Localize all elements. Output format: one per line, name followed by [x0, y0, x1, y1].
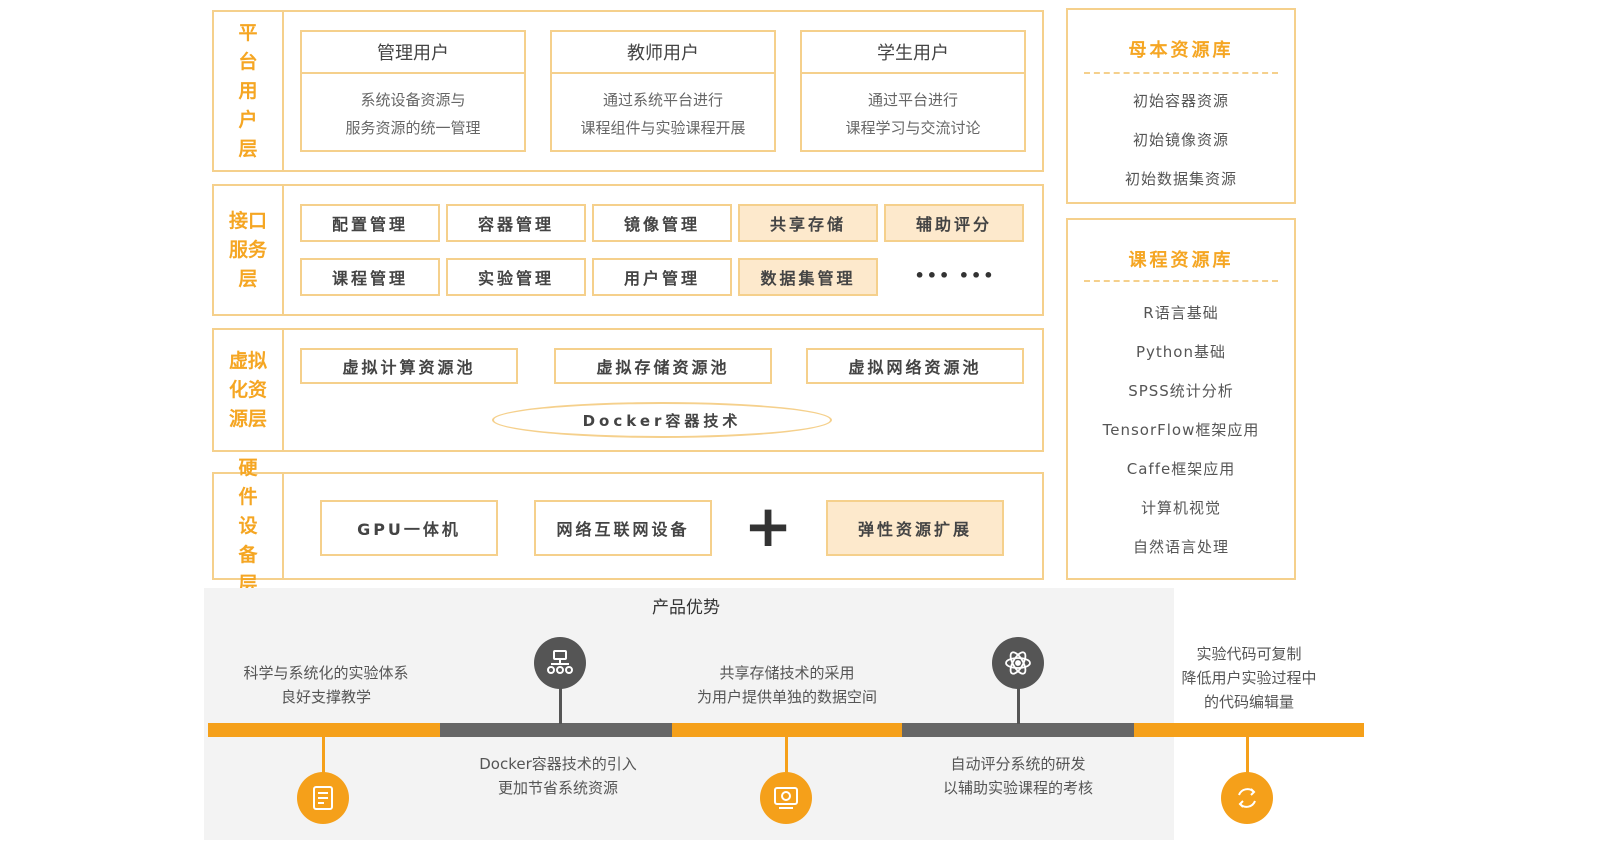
virtual-resource-layer-label: 虚拟化资源层: [214, 330, 284, 450]
advantage-text-1: 科学与系统化的实验体系 良好支撑教学: [243, 664, 409, 706]
master-library-title: 母本资源库: [1128, 40, 1234, 61]
student-user-desc: 通过平台进行 课程学习与交流讨论: [845, 91, 981, 137]
advantage-text-2: Docker容器技术的引入 更加节省系统资源: [479, 755, 637, 797]
master-library-item: 初始容器资源: [1132, 92, 1229, 110]
course-library-item: TensorFlow框架应用: [1102, 421, 1260, 439]
admin-user-title: 管理用户: [302, 32, 524, 74]
virtual-network-pool-box: 虚拟网络资源池: [806, 348, 1024, 384]
advantages-background: [204, 588, 1174, 840]
atom-icon: [992, 637, 1044, 689]
virtual-compute-pool-box: 虚拟计算资源池: [300, 348, 518, 384]
teacher-user-title: 教师用户: [552, 32, 774, 74]
dataset-management-box: 数据集管理: [738, 258, 878, 296]
student-user-card: 学生用户 通过平台进行 课程学习与交流讨论: [800, 30, 1026, 152]
course-library-item: Python基础: [1136, 343, 1226, 361]
timeline-stem-1: [322, 737, 325, 773]
config-management-box: 配置管理: [300, 204, 440, 242]
docker-container-ellipse: Docker容器技术: [492, 402, 832, 438]
admin-user-card: 管理用户 系统设备资源与 服务资源的统一管理: [300, 30, 526, 152]
course-library-item: 计算机视觉: [1140, 499, 1221, 517]
advantages-title: 产品优势: [652, 598, 720, 618]
course-management-box: 课程管理: [300, 258, 440, 296]
advantage-text-3: 共享存储技术的采用 为用户提供单独的数据空间: [696, 664, 877, 706]
virtual-resource-layer: 虚拟化资源层 虚拟计算资源池 虚拟存储资源池 虚拟网络资源池 Docker容器技…: [212, 328, 1044, 452]
timeline-stem-3: [785, 737, 788, 773]
timeline-segment-4: [902, 723, 1134, 737]
advantage-text-5: 实验代码可复制 降低用户实验过程中 的代码编辑量: [1181, 645, 1317, 711]
network-device-box: 网络互联网设备: [534, 500, 712, 556]
document-icon: [297, 772, 349, 824]
course-library-item: R语言基础: [1143, 304, 1219, 322]
network-icon: [534, 637, 586, 689]
course-library-item: 自然语言处理: [1132, 538, 1229, 556]
interface-service-layer-label: 接口服务层: [214, 186, 284, 314]
hardware-device-layer-label: 硬件设备层: [214, 457, 284, 595]
interface-service-layer: 接口服务层 配置管理 容器管理 镜像管理 共享存储 辅助评分 课程管理 实验管理…: [212, 184, 1044, 316]
teacher-user-desc: 通过系统平台进行 课程组件与实验课程开展: [580, 91, 746, 137]
course-library-item: SPSS统计分析: [1128, 382, 1234, 400]
refresh-icon: [1221, 772, 1273, 824]
timeline-segment-3: [672, 723, 902, 737]
timeline-segment-2: [440, 723, 672, 737]
teacher-user-card: 教师用户 通过系统平台进行 课程组件与实验课程开展: [550, 30, 776, 152]
auxiliary-scoring-box: 辅助评分: [884, 204, 1024, 242]
experiment-management-box: 实验管理: [446, 258, 586, 296]
timeline-stem-4: [1017, 688, 1020, 724]
timeline-segment-1: [208, 723, 440, 737]
course-library-title: 课程资源库: [1128, 250, 1234, 271]
timeline-segment-5: [1134, 723, 1364, 737]
more-items-ellipsis: ••• •••: [914, 266, 996, 285]
plus-sign: +: [743, 492, 793, 560]
master-library-divider: [1084, 72, 1278, 74]
timeline-stem-2: [559, 688, 562, 724]
admin-user-desc: 系统设备资源与 服务资源的统一管理: [345, 91, 481, 137]
advantage-text-4: 自动评分系统的研发 以辅助实验课程的考核: [942, 755, 1093, 797]
hardware-device-layer: 硬件设备层 GPU一体机 网络互联网设备 + 弹性资源扩展: [212, 457, 1044, 595]
course-resource-library: 课程资源库 R语言基础 Python基础 SPSS统计分析 TensorFlow…: [1066, 218, 1296, 580]
master-library-item: 初始镜像资源: [1132, 131, 1229, 149]
user-management-box: 用户管理: [592, 258, 732, 296]
container-management-box: 容器管理: [446, 204, 586, 242]
timeline-stem-5: [1246, 737, 1249, 773]
virtual-storage-pool-box: 虚拟存储资源池: [554, 348, 772, 384]
student-user-title: 学生用户: [802, 32, 1024, 74]
email-icon: [760, 772, 812, 824]
shared-storage-box: 共享存储: [738, 204, 878, 242]
course-library-divider: [1084, 280, 1278, 282]
image-management-box: 镜像管理: [592, 204, 732, 242]
master-library-item: 初始数据集资源: [1124, 170, 1237, 188]
gpu-machine-box: GPU一体机: [320, 500, 498, 556]
course-library-item: Caffe框架应用: [1126, 460, 1236, 478]
elastic-extension-box: 弹性资源扩展: [826, 500, 1004, 556]
master-resource-library: 母本资源库 初始容器资源 初始镜像资源 初始数据集资源: [1066, 8, 1296, 204]
platform-user-layer-label: 平台用户层: [214, 12, 284, 170]
platform-user-layer: 平台用户层 管理用户 系统设备资源与 服务资源的统一管理 教师用户 通过系统平台…: [212, 10, 1044, 172]
